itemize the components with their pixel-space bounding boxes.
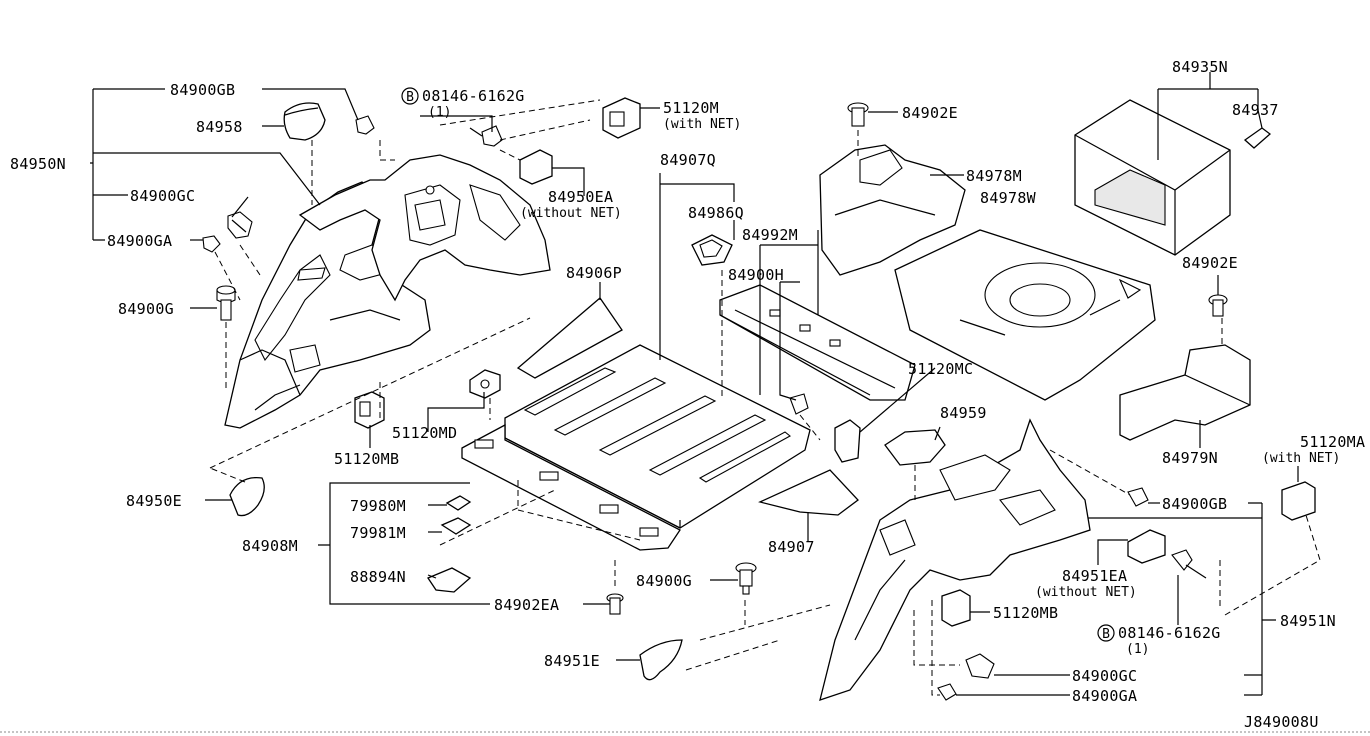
label-84979N: 84979N	[1162, 449, 1218, 467]
diagram-reference-code: J849008U	[1244, 713, 1319, 731]
hook-51120MD	[469, 369, 501, 399]
label-84900GC-top: 84900GC	[130, 187, 195, 205]
label-84950EA-note: (without NET)	[520, 206, 622, 221]
label-84900GB-right: 84900GB	[1162, 495, 1227, 513]
label-84907: 84907	[768, 538, 815, 556]
clip-84900GC-top	[227, 211, 253, 239]
bolt-symbol-top-letter: B	[406, 90, 414, 105]
label-79980M: 79980M	[350, 497, 406, 515]
label-08146-top-qty: (1)	[428, 105, 451, 120]
label-79981M: 79981M	[350, 524, 406, 542]
net-bracket-51120M	[602, 97, 641, 139]
bolt-84900G-left	[216, 285, 236, 321]
box-84979N	[1119, 344, 1251, 441]
label-51120MA-note: (with NET)	[1262, 451, 1340, 466]
clip-84900GA-top	[202, 235, 221, 253]
right-side-trim-panel	[819, 418, 1091, 701]
label-51120M: 51120M	[663, 99, 719, 117]
dashed-guide-lines	[209, 99, 1321, 696]
clip-84900GB-right	[1127, 487, 1149, 507]
label-84900H: 84900H	[728, 266, 784, 284]
label-84978M: 84978M	[966, 167, 1022, 185]
label-84951EA-note: (without NET)	[1035, 585, 1137, 600]
bracket-51120MA	[1281, 481, 1316, 521]
label-84950N: 84950N	[10, 155, 66, 173]
panel-84906P	[516, 297, 623, 379]
label-84902E-right: 84902E	[1182, 254, 1238, 272]
label-84906P: 84906P	[566, 264, 622, 282]
label-84950E: 84950E	[126, 492, 182, 510]
label-51120M-note: (with NET)	[663, 117, 741, 132]
cap-84958	[283, 102, 326, 141]
clip-84902E-right	[1208, 294, 1228, 317]
cover-84951E	[639, 639, 683, 681]
cover-84950E	[229, 476, 265, 517]
label-51120MB-left: 51120MB	[334, 450, 399, 468]
label-84900G-mid: 84900G	[636, 572, 692, 590]
bracket-88894N	[427, 567, 472, 593]
label-84900GB-top: 84900GB	[170, 81, 235, 99]
label-08146-bottom-qty: (1)	[1126, 642, 1149, 657]
label-84992M: 84992M	[742, 226, 798, 244]
floor-board-lower	[461, 423, 681, 551]
label-84907Q: 84907Q	[660, 151, 716, 169]
label-84908M: 84908M	[242, 537, 298, 555]
upper-quarter-trim	[298, 154, 551, 302]
label-84902EA: 84902EA	[494, 596, 559, 614]
clip-84900GA-bottom	[937, 683, 957, 701]
label-84900GA-top: 84900GA	[107, 232, 172, 250]
clip-84902EA	[606, 593, 624, 615]
clip-84902E-top	[847, 102, 869, 127]
tray-84978M	[819, 144, 966, 276]
floor-board-84907Q	[504, 344, 811, 529]
label-84935N: 84935N	[1172, 58, 1228, 76]
label-84937: 84937	[1232, 101, 1279, 119]
label-88894N: 88894N	[350, 568, 406, 586]
bracket-51120MC	[834, 419, 861, 463]
hook-84951EA	[1127, 529, 1166, 564]
label-84900GC-bottom: 84900GC	[1072, 667, 1137, 685]
pad-79981M	[440, 517, 472, 535]
label-08146-top: 08146-6162G	[422, 87, 525, 105]
label-84950EA: 84950EA	[548, 188, 613, 206]
label-08146-bottom: 08146-6162G	[1118, 624, 1221, 642]
label-84986Q: 84986Q	[688, 204, 744, 222]
bracket-51120MB-left	[354, 391, 385, 429]
label-84951N: 84951N	[1280, 612, 1336, 630]
panel-84907	[758, 469, 859, 516]
bolt-symbol-bottom	[1097, 624, 1115, 642]
label-84900G-left: 84900G	[118, 300, 174, 318]
clip-84900GC-bottom	[965, 653, 995, 679]
hook-84950EA	[519, 149, 553, 185]
bolt-08146-top	[469, 125, 503, 147]
pad-79980M	[445, 495, 472, 511]
bolt-84900G-mid	[735, 562, 757, 595]
label-51120MD: 51120MD	[392, 424, 457, 442]
clip-84900H	[789, 393, 809, 415]
label-84958: 84958	[196, 118, 243, 136]
label-84978W: 84978W	[980, 189, 1037, 207]
clip-84900GB-top	[355, 115, 375, 135]
tray-84978W	[894, 229, 1156, 401]
cap-84959	[884, 429, 946, 466]
label-84951EA: 84951EA	[1062, 567, 1127, 585]
label-84959: 84959	[940, 404, 987, 422]
bolt-symbol-top	[401, 87, 419, 105]
hook-84937	[1243, 127, 1272, 149]
label-51120MB-right: 51120MB	[993, 604, 1058, 622]
net-84935N	[1074, 99, 1231, 256]
leader-lines	[90, 72, 1299, 696]
label-84900GA-bottom: 84900GA	[1072, 687, 1137, 705]
bolt-08146-bottom	[1171, 549, 1207, 579]
bracket-51120MB-right	[941, 589, 971, 627]
label-84902E-top: 84902E	[902, 104, 958, 122]
label-51120MA: 51120MA	[1300, 433, 1365, 451]
label-51120MC: 51120MC	[908, 360, 973, 378]
label-84951E: 84951E	[544, 652, 600, 670]
cross-member-84992M	[719, 284, 916, 401]
bolt-symbol-bottom-letter: B	[1102, 627, 1110, 642]
